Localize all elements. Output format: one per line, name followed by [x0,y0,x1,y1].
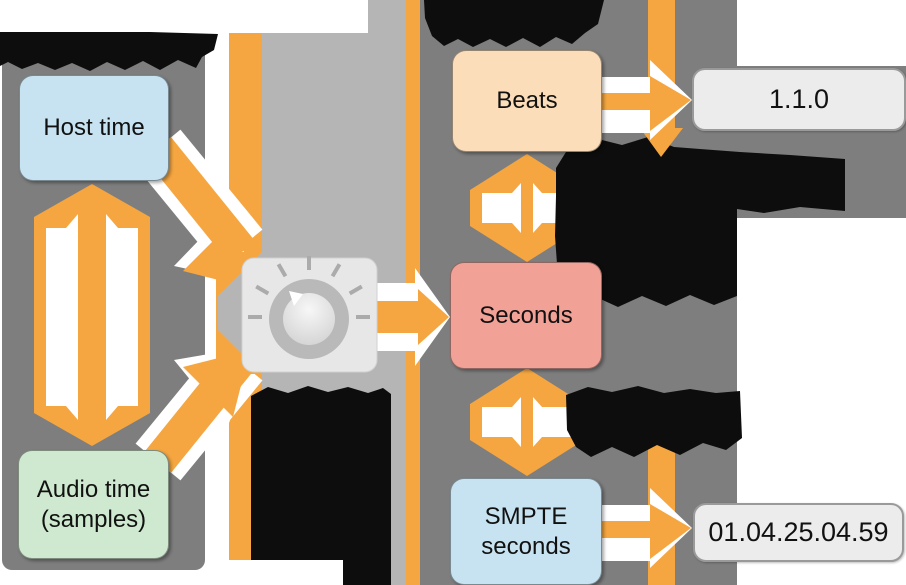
arrow-core [377,289,449,345]
double-arrow-slot-left [46,214,78,420]
redacted-beats-conversion-label [555,137,845,307]
smpte-to-display-arrow [600,488,692,568]
redacted-tempo-map-label [251,386,391,585]
smpte-display: 01.04.25.04.59 [693,503,904,562]
host-time-box: Host time [19,75,169,181]
bar-beat-display: 1.1.0 [692,68,906,131]
redacted-smpte-conversion-label [566,386,742,457]
seconds-label: Seconds [479,301,573,329]
beats-to-display-arrow [600,60,692,140]
bar-beat-value: 1.1.0 [768,84,830,114]
audio-time-box: Audio time (samples) [18,450,169,559]
knob-inner [283,293,335,345]
redacted-hardware-times-label [0,32,218,71]
smpte-label-line2: seconds [481,532,571,560]
converter-hexagon [470,368,584,476]
seconds-smpte-converter [470,368,584,476]
seconds-box: Seconds [450,262,602,369]
audio-time-label-line2: (samples) [40,505,147,533]
smpte-value: 01.04.25.04.59 [708,517,889,547]
tempo-to-media-arrow [377,268,450,366]
horn-left-icon [482,183,521,233]
double-arrow-slot-right [106,214,138,420]
smpte-seconds-box: SMPTE seconds [450,478,602,585]
beats-label: Beats [496,87,558,115]
host-audio-double-arrow [34,184,150,446]
audio-time-label-line1: Audio time [36,476,151,504]
horn-left-icon [482,397,521,447]
horn-right-icon [533,397,572,447]
host-time-label: Host time [43,114,145,142]
tempo-knob [241,256,378,373]
redacted-media-times-label [424,0,604,47]
beats-box: Beats [452,50,602,152]
arrow-core [600,504,691,559]
knob-marker-icon [289,291,303,306]
knob-ticks [248,256,370,319]
arrow-core [600,76,691,131]
smpte-label-line1: SMPTE [484,503,568,531]
